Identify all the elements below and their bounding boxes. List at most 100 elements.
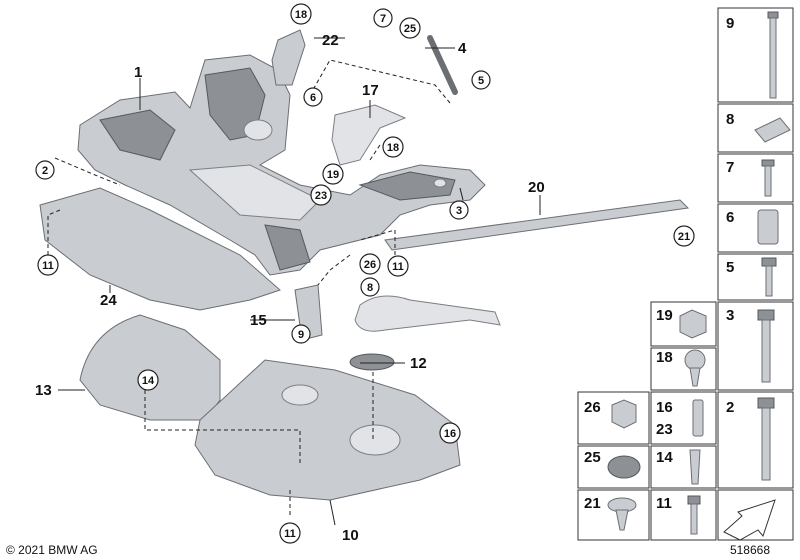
callout-9: 9 (298, 329, 304, 341)
dashed-leaders (47, 59, 451, 515)
callout-11c: 11 (284, 528, 296, 540)
callout-19-circle (322, 163, 344, 185)
legend-label-2: 2 (726, 399, 734, 416)
callout-15: 15 (250, 312, 267, 329)
callout-5: 5 (478, 75, 484, 87)
legend-box-6 (717, 203, 794, 253)
callout-16: 16 (444, 428, 456, 440)
rivet-14 (689, 449, 701, 485)
callout-7: 7 (380, 13, 386, 25)
bolt-head-5 (761, 257, 777, 267)
document-number: 518668 (729, 543, 770, 557)
bolt-shank-7 (764, 165, 772, 197)
legend-box-2 (717, 391, 794, 489)
stud-16-23 (692, 399, 704, 437)
callout-19: 19 (327, 169, 339, 181)
callout-16-circle (439, 422, 461, 444)
callout-2: 2 (42, 165, 48, 177)
plate-12 (349, 353, 395, 371)
cover-17 (331, 104, 407, 166)
front-axle-subframe (77, 54, 486, 276)
legend-label-5: 5 (726, 259, 734, 276)
nut-26 (611, 399, 637, 429)
link-4 (427, 35, 458, 95)
callout-11b-circle (387, 255, 409, 277)
callout-14: 14 (142, 375, 155, 387)
legend-box-7 (717, 153, 794, 203)
screw-head-18 (684, 349, 706, 371)
callout-14-circle (137, 369, 159, 391)
bolt-head-7 (761, 159, 775, 167)
bolt-shank-3 (761, 319, 771, 383)
callout-17: 17 (362, 82, 379, 99)
legend-label-25: 25 (584, 449, 601, 466)
callout-23: 23 (315, 190, 327, 202)
callout-26-circle (359, 253, 381, 275)
callouts: 1 2 3 4 5 6 7 8 9 10 11 11 11 12 13 14 1… (35, 3, 695, 544)
callout-11a: 11 (42, 260, 54, 272)
callout-4: 4 (458, 40, 467, 57)
callout-11c-circle (279, 522, 301, 544)
clip-shank-21 (615, 509, 629, 531)
legend-label-14: 14 (656, 449, 673, 466)
callout-21-circle (673, 225, 695, 247)
bolt-shank-11 (690, 503, 698, 535)
plug-25 (607, 455, 641, 479)
underbody-panel-10 (194, 359, 461, 501)
callout-6-circle (303, 87, 323, 107)
bolt-shank-2 (761, 407, 771, 481)
callout-20: 20 (528, 179, 545, 196)
legend-box-3 (717, 301, 794, 391)
legend-label-11: 11 (656, 495, 672, 512)
callout-12: 12 (410, 355, 427, 372)
legend-label-9: 9 (726, 15, 734, 32)
legend-box-11 (650, 489, 717, 541)
callout-25: 25 (404, 23, 416, 35)
bolt-head-3 (757, 309, 775, 321)
callout-24: 24 (100, 292, 117, 309)
callout-9-circle (291, 324, 311, 344)
panel-13 (79, 314, 221, 421)
legend-label-21: 21 (584, 495, 601, 512)
legend-label-18: 18 (656, 349, 673, 366)
callout-26: 26 (364, 259, 376, 271)
callout-6: 6 (310, 92, 316, 104)
legend-label-6: 6 (726, 209, 734, 226)
legend-label-8: 8 (726, 111, 734, 128)
legend-box-5 (717, 253, 794, 301)
callout-10: 10 (342, 527, 359, 544)
nut-19 (679, 309, 707, 339)
callout-22: 22 (322, 32, 339, 49)
direction-arrow-icon (723, 499, 776, 541)
fastener-legend: 9 8 7 6 5 19 3 18 (577, 7, 794, 541)
legend-label-19: 19 (656, 307, 673, 324)
sleeve-6 (757, 209, 779, 245)
bolt-head-9 (767, 11, 779, 19)
underbody-panel-24 (39, 187, 281, 311)
callout-18a: 18 (295, 9, 307, 21)
legend-label-7: 7 (726, 159, 734, 176)
callout-23-circle (310, 184, 332, 206)
legend-label-3: 3 (726, 307, 734, 324)
callout-11b: 11 (392, 261, 404, 273)
bolt-shank-9 (769, 17, 777, 99)
callout-18b-circle (382, 136, 404, 158)
legend-label-16: 16 (656, 399, 673, 416)
callout-8: 8 (367, 282, 373, 294)
callout-7-circle (373, 8, 393, 28)
callout-1: 1 (134, 64, 142, 81)
callout-25-circle (399, 17, 421, 39)
legend-box-16-23 (650, 391, 717, 445)
callout-18a-circle (290, 3, 312, 25)
legend-label-23: 23 (656, 421, 673, 438)
legend-box-9 (717, 7, 794, 103)
bolt-shank-5 (765, 265, 773, 297)
bolt-head-2 (757, 397, 775, 409)
legend-box-21 (577, 489, 650, 541)
callout-18b: 18 (387, 142, 399, 154)
callout-3-circle (449, 200, 469, 220)
callout-21: 21 (678, 231, 690, 243)
callout-2-circle (35, 160, 55, 180)
legend-box-18 (650, 347, 717, 391)
